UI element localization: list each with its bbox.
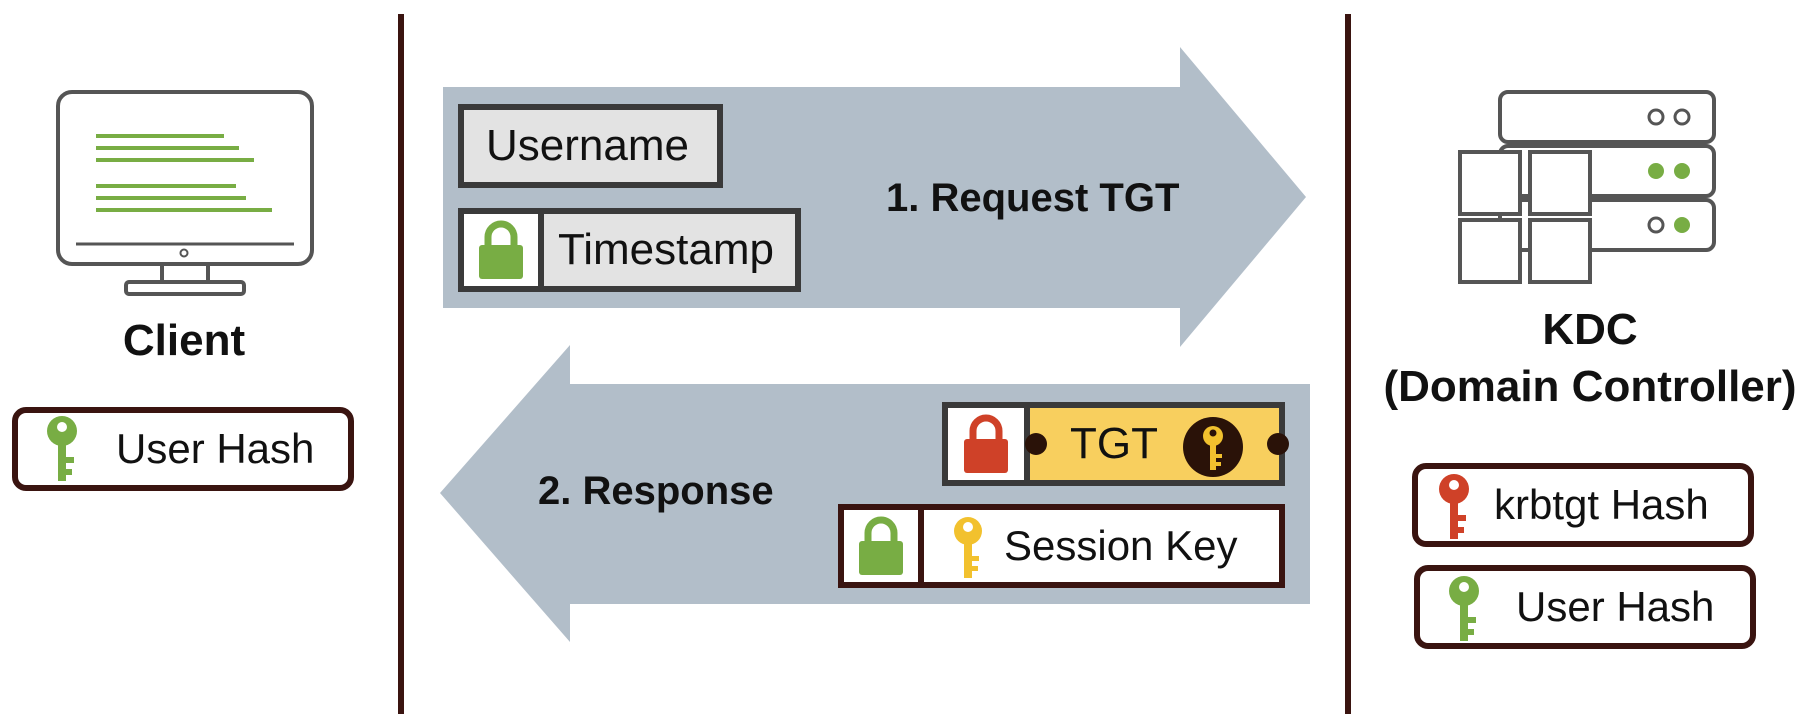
lock-icon xyxy=(964,414,1008,473)
session-key-label: Session Key xyxy=(1004,522,1238,569)
ticket-notch-right xyxy=(1267,433,1289,455)
client-monitor xyxy=(56,90,316,305)
divider-right xyxy=(1345,14,1351,714)
tgt-ticket: TGT xyxy=(942,402,1289,486)
session-key-box: Session Key xyxy=(838,504,1285,588)
server-rack-icon xyxy=(1458,90,1716,284)
response-label: 2. Response xyxy=(538,469,774,513)
request-label: 1. Request TGT xyxy=(886,176,1180,220)
monitor-icon xyxy=(56,90,314,296)
client-label: Client xyxy=(122,316,246,365)
kdc-user-hash-box: User Hash xyxy=(1414,565,1756,649)
tgt-lock-cell xyxy=(948,408,1030,480)
timestamp-box: Timestamp xyxy=(458,208,801,292)
divider-left xyxy=(398,14,404,714)
key-icon xyxy=(954,517,982,578)
lock-icon xyxy=(859,516,903,575)
client-user-hash-label: User Hash xyxy=(116,425,315,472)
kdc-sublabel: (Domain Controller) xyxy=(1383,362,1797,411)
kdc-server xyxy=(1458,90,1718,291)
key-icon xyxy=(1439,474,1469,539)
client-user-hash-box: User Hash xyxy=(12,407,354,491)
timestamp-lock-cell xyxy=(464,214,544,286)
lock-icon xyxy=(479,220,523,279)
ticket-notch-left xyxy=(1025,433,1047,455)
kdc-label: KDC xyxy=(1542,305,1638,354)
session-lock-cell xyxy=(844,510,924,582)
username-box: Username xyxy=(458,104,723,188)
krbtgt-hash-label: krbtgt Hash xyxy=(1494,481,1709,528)
username-label: Username xyxy=(486,121,689,170)
timestamp-label: Timestamp xyxy=(558,225,774,274)
key-icon xyxy=(47,416,77,481)
key-badge-icon xyxy=(1183,417,1243,477)
key-icon xyxy=(1449,576,1479,641)
kdc-user-hash-label: User Hash xyxy=(1516,583,1715,630)
krbtgt-hash-box: krbtgt Hash xyxy=(1412,463,1754,547)
tgt-label: TGT xyxy=(1070,419,1158,468)
